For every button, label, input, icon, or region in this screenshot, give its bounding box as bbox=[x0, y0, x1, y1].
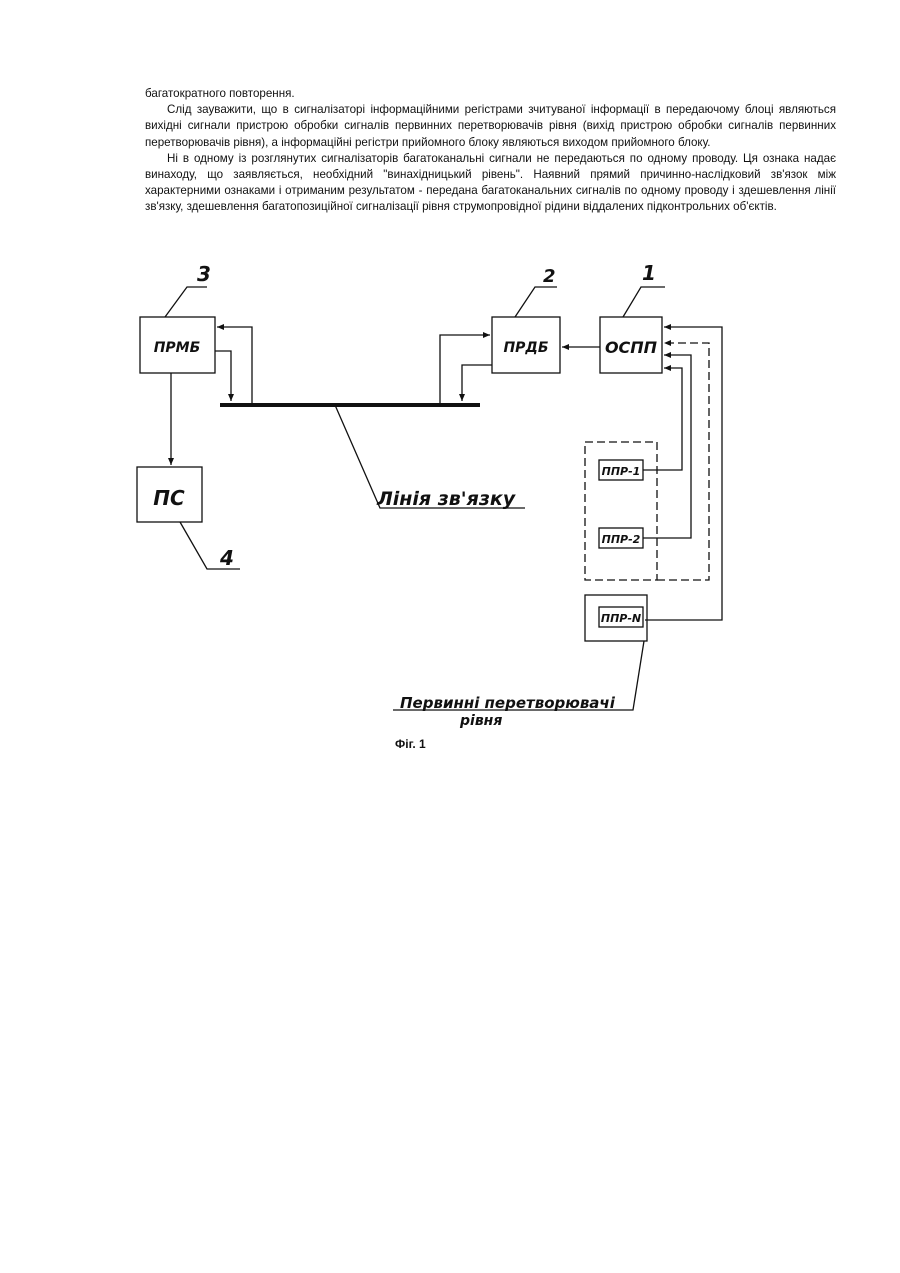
block-diagram: ПРМБ ПРДБ ОСПП ПС ППР-1 ППР-2 ППР-N 3 2 … bbox=[125, 255, 655, 760]
diagram-svg: ПРМБ ПРДБ ОСПП ПС ППР-1 ППР-2 ППР-N 3 2 … bbox=[125, 255, 655, 760]
ospp-label: ОСПП bbox=[605, 338, 658, 357]
callout-3: 3 bbox=[197, 262, 211, 286]
paragraph-1: багатократного повторення. bbox=[145, 86, 836, 102]
callout-1: 1 bbox=[642, 261, 656, 285]
paragraph-2: Слід зауважити, що в сигналізаторі інфор… bbox=[145, 102, 836, 151]
ppr1-label: ППР-1 bbox=[602, 465, 641, 478]
figure-caption: Фіг. 1 bbox=[395, 737, 426, 751]
callout-2: 2 bbox=[543, 266, 556, 287]
ps-label: ПС bbox=[153, 486, 185, 510]
pprn-label: ППР-N bbox=[601, 612, 641, 625]
primary-converters-label-2: рівня bbox=[459, 713, 502, 729]
prmb-label: ПРМБ bbox=[154, 340, 201, 356]
communication-line-label: Лінія зв'язку bbox=[376, 488, 517, 510]
primary-converters-label: Первинні перетворювачі bbox=[400, 694, 616, 712]
ppr2-label: ППР-2 bbox=[602, 533, 641, 546]
paragraph-3: Ні в одному із розглянутих сигналізаторі… bbox=[145, 151, 836, 216]
ppr-group-box bbox=[585, 442, 657, 580]
callout-4: 4 bbox=[219, 546, 234, 570]
body-text: багатократного повторення. Слід зауважит… bbox=[145, 86, 836, 216]
prdb-label: ПРДБ bbox=[503, 340, 548, 356]
